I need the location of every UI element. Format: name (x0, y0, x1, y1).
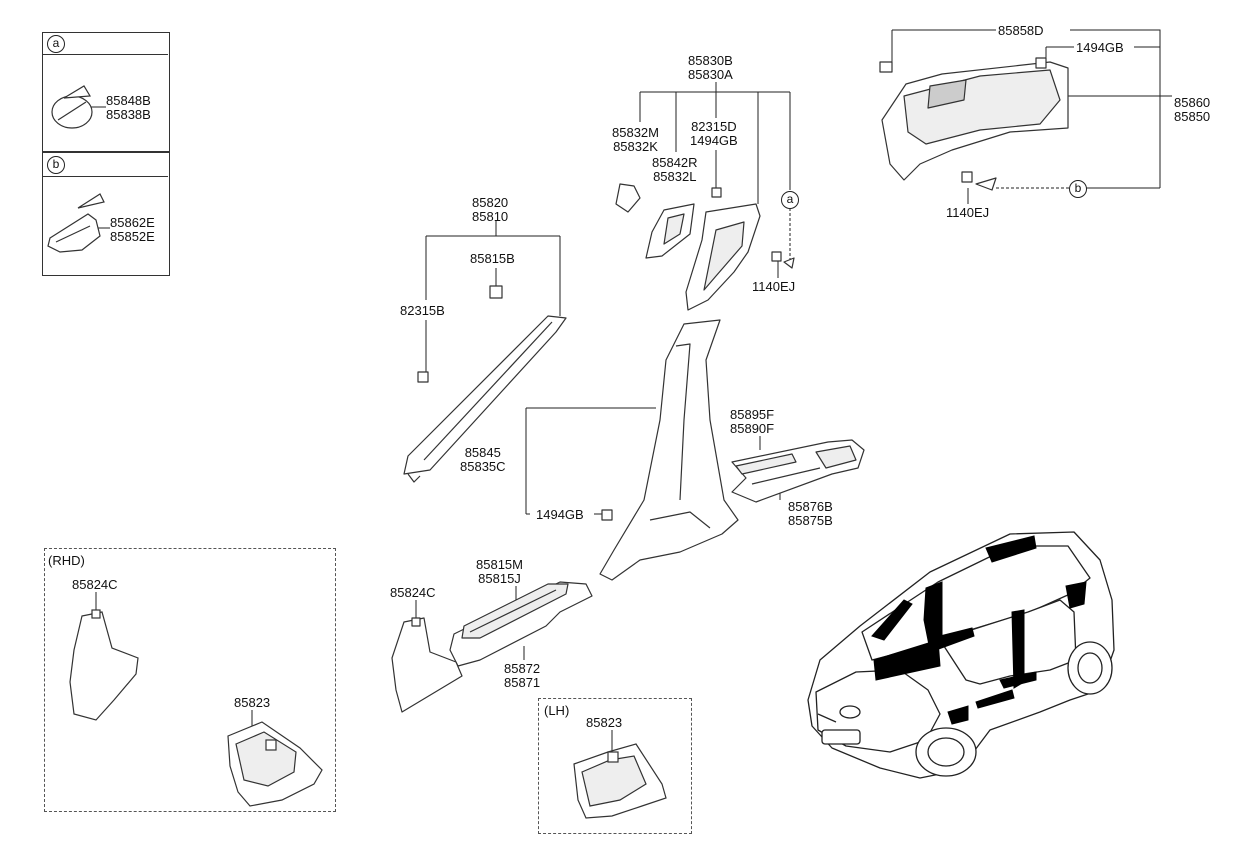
part-number: 85815J (478, 570, 521, 586)
rhd-part-top: 85824C (72, 577, 118, 592)
c-pillar-clip-right-label: 1494GB (1076, 40, 1124, 55)
part-number: 85872 (504, 661, 541, 676)
a-pillar-clip-left-label: 82315B (400, 303, 445, 318)
rear-scuff-insert-label: 85895F 85890F (730, 408, 774, 435)
part-number: 85830B (688, 53, 733, 68)
part-number: 82315D (691, 119, 737, 134)
part-number: 85810 (472, 208, 509, 224)
part-number: 85876B (788, 499, 833, 514)
part-number: 85830A (688, 66, 733, 82)
part-number: 85835C (460, 458, 506, 474)
b-clips-label: 82315D 1494GB (690, 120, 738, 147)
part-number: 85842R (652, 155, 698, 170)
part-number: 85832K (613, 138, 658, 154)
a-pillar-label: 85820 85810 (472, 196, 508, 223)
circle-a-marker: a (781, 191, 799, 209)
kick-panel-label: 85824C (390, 585, 436, 600)
part-number: 85852E (110, 228, 155, 244)
inset-a-box (42, 32, 170, 152)
inset-b-box (42, 152, 170, 276)
part-number: 85848B (106, 93, 151, 108)
circle-b-marker: b (1069, 180, 1087, 198)
b-pillar-lower-label: 85845 85835C (460, 446, 506, 473)
part-number: 85832L (653, 168, 697, 184)
part-number: 85832M (612, 125, 659, 140)
rhd-box (44, 548, 336, 812)
part-number: 85845 (464, 445, 501, 460)
inset-b-marker: b (47, 156, 65, 174)
inset-a-parts: 85848B 85838B (106, 94, 151, 121)
part-number: 85860 (1174, 95, 1211, 110)
front-scuff-insert-label: 85815M 85815J (476, 558, 523, 585)
part-number: 85871 (504, 674, 541, 690)
part-number: 85875B (788, 512, 833, 528)
part-number: 85850 (1174, 108, 1211, 124)
rhd-title: (RHD) (48, 553, 85, 568)
part-number: 85890F (730, 420, 775, 436)
part-number: 1494GB (690, 132, 738, 148)
inset-b-parts: 85862E 85852E (110, 216, 155, 243)
c-pillar-clip-top-label: 85858D (998, 23, 1044, 38)
b-upper-left-label: 85832M 85832K (612, 126, 659, 153)
c-pillar-screw-label: 1140EJ (946, 205, 990, 220)
lh-part: 85823 (586, 715, 623, 730)
rear-scuff-label: 85876B 85875B (788, 500, 833, 527)
b-screw-label: 1140EJ (752, 279, 796, 294)
lh-box (538, 698, 692, 834)
part-number: 85815M (476, 557, 523, 572)
c-pillar-label: 85860 85850 (1174, 96, 1210, 123)
a-pillar-clip-label: 85815B (470, 251, 515, 266)
b-pillar-top-label: 85830B 85830A (688, 54, 733, 81)
b-upper-mid-label: 85842R 85832L (652, 156, 698, 183)
rhd-part-bottom: 85823 (234, 695, 271, 710)
part-number: 85895F (730, 407, 775, 422)
inset-a-marker: a (47, 35, 65, 53)
part-number: 85838B (106, 106, 151, 122)
front-scuff-label: 85872 85871 (504, 662, 540, 689)
part-number: 85862E (110, 215, 155, 230)
inset-b-header (42, 152, 168, 177)
part-number: 85820 (472, 195, 509, 210)
inset-a-header (42, 32, 168, 55)
b-lower-clip-label: 1494GB (536, 507, 584, 522)
lh-title: (LH) (544, 703, 570, 718)
